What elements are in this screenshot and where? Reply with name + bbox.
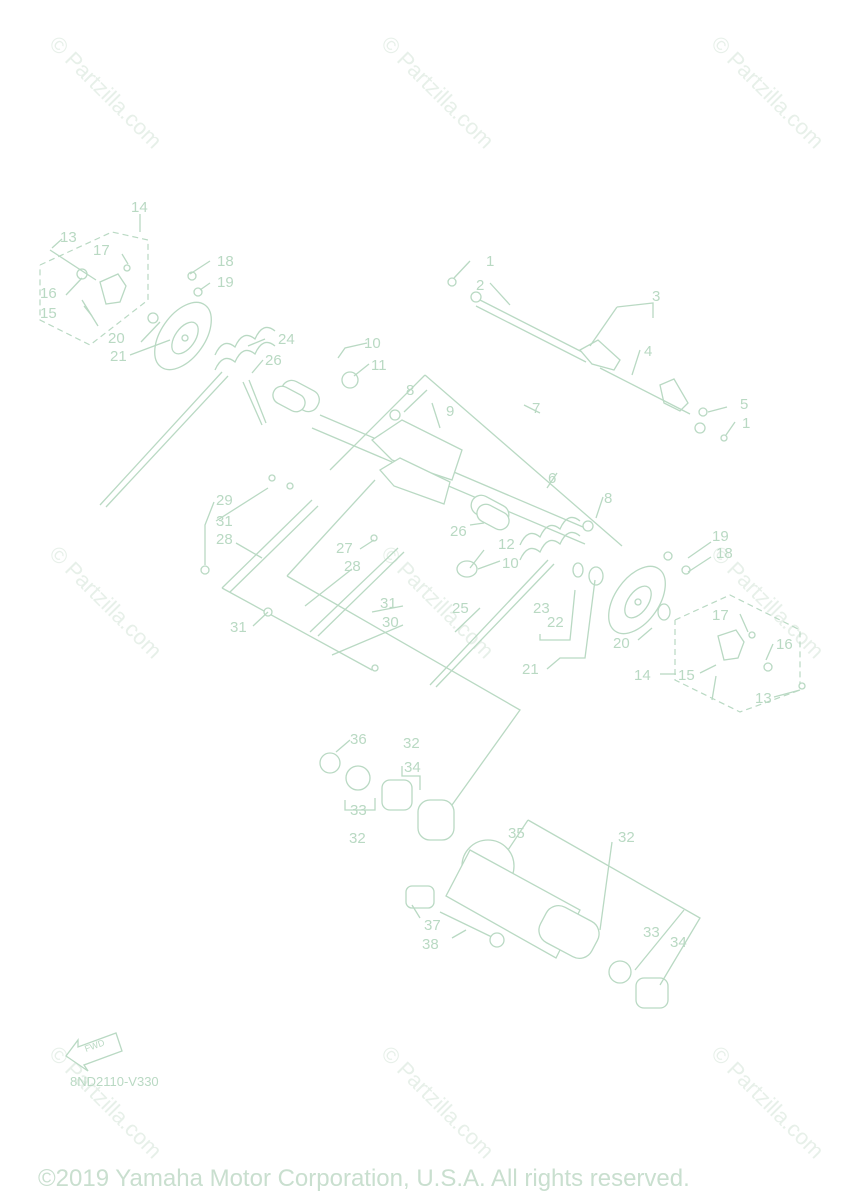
callout-7: 7 xyxy=(532,400,540,417)
right-bracket-assembly xyxy=(663,551,806,713)
copyright-notice: ©2019 Yamaha Motor Corporation, U.S.A. A… xyxy=(38,1165,690,1192)
left-idler-wheel xyxy=(154,301,212,371)
callout-15: 15 xyxy=(40,305,57,322)
callout-1: 1 xyxy=(486,253,494,270)
callout-37: 37 xyxy=(424,917,441,934)
leader-lines xyxy=(51,238,801,986)
callout-25: 25 xyxy=(452,600,469,617)
callout-21: 21 xyxy=(110,348,127,365)
callout-34: 34 xyxy=(670,934,687,951)
watermark: © Partzilla.com xyxy=(376,31,499,154)
callout-33: 33 xyxy=(350,802,367,819)
callout-32: 32 xyxy=(403,735,420,752)
callout-11: 11 xyxy=(371,357,387,374)
callout-labels: 1 1 2 3 4 5 6 7 8 8 9 10 10 11 12 13 13 … xyxy=(40,199,793,953)
callout-13: 13 xyxy=(60,229,77,246)
callout-33: 33 xyxy=(643,924,660,941)
callout-21: 21 xyxy=(522,661,539,678)
callout-19: 19 xyxy=(712,528,729,545)
callout-38: 38 xyxy=(422,936,439,953)
callout-31: 31 xyxy=(230,619,247,636)
callout-1: 1 xyxy=(742,415,750,432)
callout-20: 20 xyxy=(108,330,125,347)
callout-12: 12 xyxy=(498,536,515,553)
callout-5: 5 xyxy=(740,396,748,413)
right-torsion-spring xyxy=(429,516,581,688)
watermark: © Partzilla.com xyxy=(44,541,167,664)
callout-31: 31 xyxy=(216,513,233,530)
callout-22: 22 xyxy=(547,614,564,631)
watermark: © Partzilla.com xyxy=(376,1041,499,1164)
callout-28: 28 xyxy=(344,558,361,575)
callout-27: 27 xyxy=(336,540,353,557)
callout-32: 32 xyxy=(349,830,366,847)
callout-23: 23 xyxy=(533,600,550,617)
callout-30: 30 xyxy=(382,614,399,631)
callout-17: 17 xyxy=(712,607,729,624)
callout-26: 26 xyxy=(265,352,282,369)
watermarks: © Partzilla.com © Partzilla.com © Partzi… xyxy=(44,31,829,1164)
main-cross-shaft xyxy=(280,379,594,545)
callout-20: 20 xyxy=(613,635,630,652)
lower-links xyxy=(200,474,405,672)
callout-17: 17 xyxy=(93,242,110,259)
callout-3: 3 xyxy=(652,288,660,305)
right-idler-wheel xyxy=(572,562,671,635)
callout-10: 10 xyxy=(364,335,381,352)
callout-14: 14 xyxy=(634,667,651,684)
callout-35: 35 xyxy=(508,825,525,842)
callout-18: 18 xyxy=(217,253,234,270)
callout-18: 18 xyxy=(716,545,733,562)
bushings xyxy=(272,385,510,578)
callout-13: 13 xyxy=(755,690,772,707)
watermark: © Partzilla.com xyxy=(44,1041,167,1164)
callout-4: 4 xyxy=(644,343,652,360)
callout-19: 19 xyxy=(217,274,234,291)
callout-26: 26 xyxy=(450,523,467,540)
watermark: © Partzilla.com xyxy=(706,31,829,154)
callout-14: 14 xyxy=(131,199,148,216)
left-bracket-assembly xyxy=(39,214,203,346)
callout-2: 2 xyxy=(476,277,484,294)
callout-9: 9 xyxy=(446,403,454,420)
diagram-code: 8ND2110-V330 xyxy=(70,1074,159,1089)
shock-absorber xyxy=(319,752,669,1009)
callout-10: 10 xyxy=(502,555,519,572)
watermark: © Partzilla.com xyxy=(44,31,167,154)
callout-32: 32 xyxy=(618,829,635,846)
callout-31: 31 xyxy=(380,595,397,612)
callout-34: 34 xyxy=(404,759,421,776)
callout-36: 36 xyxy=(350,731,367,748)
callout-29: 29 xyxy=(216,492,233,509)
callout-16: 16 xyxy=(40,285,57,302)
callout-24: 24 xyxy=(278,331,295,348)
callout-16: 16 xyxy=(776,636,793,653)
callout-15: 15 xyxy=(678,667,695,684)
callout-8: 8 xyxy=(406,382,414,399)
callout-6: 6 xyxy=(548,470,556,487)
callout-28: 28 xyxy=(216,531,233,548)
left-torsion-spring xyxy=(99,326,276,508)
watermark: © Partzilla.com xyxy=(706,1041,829,1164)
fwd-indicator: FWD 8ND2110-V330 xyxy=(65,1032,159,1089)
fwd-arrow-icon xyxy=(65,1032,123,1072)
callout-8: 8 xyxy=(604,490,612,507)
